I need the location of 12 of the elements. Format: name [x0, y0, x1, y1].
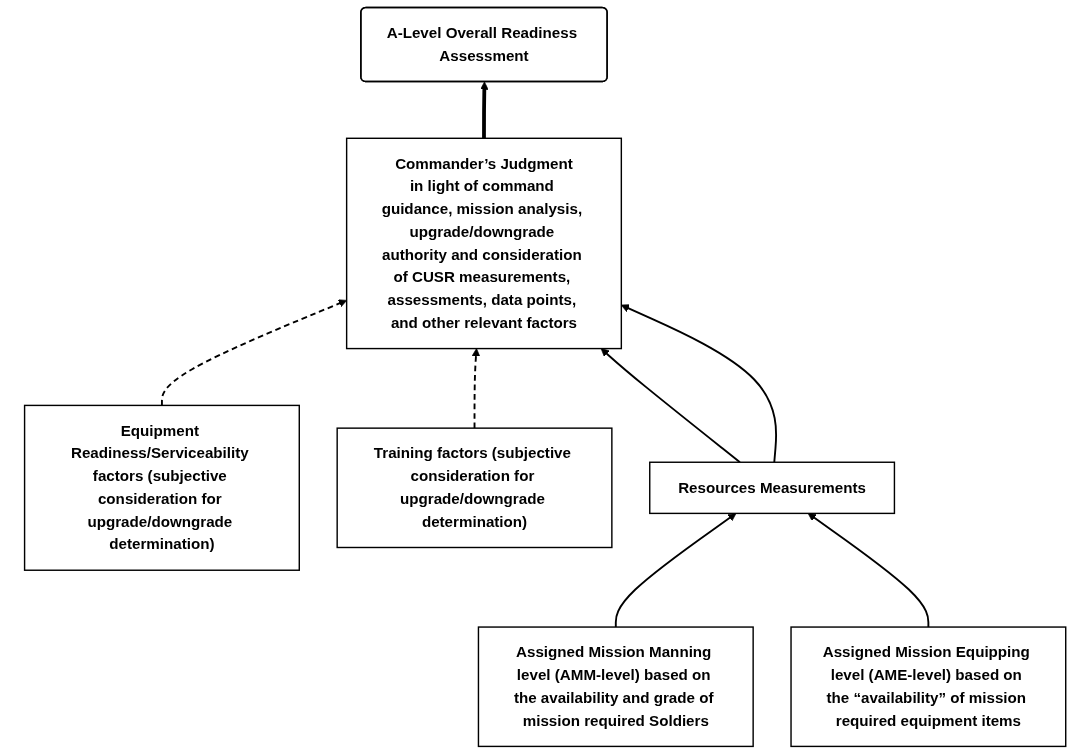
arrow [601, 348, 742, 464]
node-box: Training factors (subjective consideration for upgrade/downgrade determination) [336, 427, 613, 549]
node-box: Commander’s Judgment in light of command guidance, mission analysis, upgrade/downgrade authority and consideration of CUSR measurements, assessments, data points, and other relevant factors [346, 137, 623, 350]
node-box: Assigned Mission Manning level (AMM-level) based on the availability and grade of mission required Soldiers [478, 626, 755, 748]
arrow [615, 513, 737, 628]
arrow [480, 81, 489, 139]
node-box: Assigned Mission Equipping level (AME-level) based on the “availability” of mission required equipment items [790, 626, 1067, 748]
node-box: Equipment Readiness/Serviceability factors (subjective consideration for upgrade/downgrade determination) [24, 404, 301, 571]
arrow [808, 513, 930, 628]
arrow [621, 304, 778, 464]
node-box: Resources Measurements [649, 461, 896, 515]
arrow [472, 348, 481, 430]
